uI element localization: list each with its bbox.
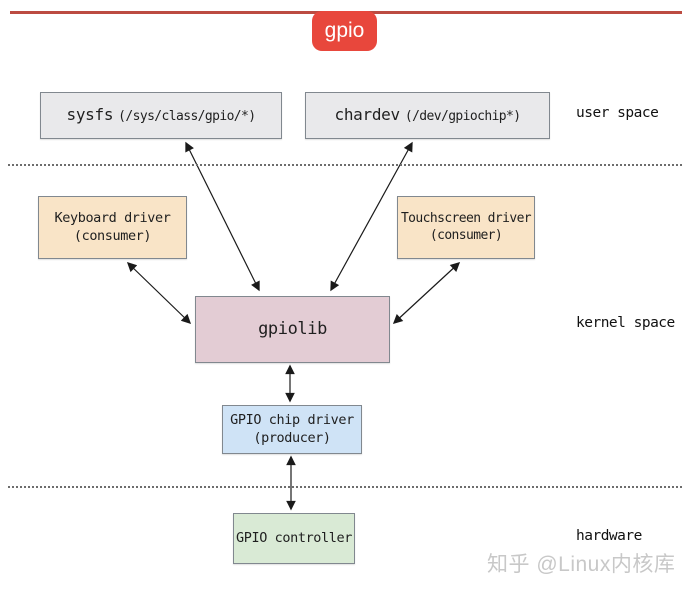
label-kernel-space: kernel space	[576, 315, 675, 331]
label-user-space: user space	[576, 105, 659, 121]
arrow-touchscreen-gpiolib	[392, 262, 461, 324]
node-chardev: chardev (/dev/gpiochip*)	[305, 92, 550, 139]
chardev-label: chardev	[334, 105, 401, 125]
touchscreen-driver-label: Touchscreen driver	[400, 210, 532, 226]
keyboard-driver-role: (consumer)	[73, 227, 152, 244]
watermark: 知乎 @Linux内核库	[487, 548, 675, 578]
gpio-chip-driver-label: GPIO chip driver	[230, 411, 354, 428]
node-gpio-controller: GPIO controller	[233, 513, 355, 564]
arrow-keyboard-gpiolib	[126, 261, 192, 325]
gpio-chip-driver-role: (producer)	[253, 429, 331, 446]
gpio-controller-label: GPIO controller	[236, 529, 352, 546]
keyboard-driver-label: Keyboard driver	[54, 209, 171, 226]
sysfs-path: (/sys/class/gpio/*)	[118, 109, 256, 125]
label-hardware: hardware	[576, 528, 642, 544]
kernel-hardware-divider	[8, 486, 682, 488]
node-keyboard-driver: Keyboard driver (consumer)	[38, 196, 187, 259]
node-touchscreen-driver: Touchscreen driver (consumer)	[397, 196, 535, 259]
userspace-kernel-divider	[8, 164, 682, 166]
sysfs-label: sysfs	[66, 105, 114, 125]
chardev-path: (/dev/gpiochip*)	[404, 109, 521, 125]
node-sysfs: sysfs (/sys/class/gpio/*)	[40, 92, 282, 139]
node-gpio-chip-driver: GPIO chip driver (producer)	[222, 405, 362, 454]
gpio-badge: gpio	[312, 11, 377, 51]
gpiolib-label: gpiolib	[258, 319, 327, 340]
node-gpiolib: gpiolib	[195, 296, 390, 363]
touchscreen-driver-role: (consumer)	[429, 227, 503, 243]
gpio-badge-label: gpio	[324, 19, 365, 42]
watermark-text: 知乎 @Linux内核库	[487, 553, 676, 576]
